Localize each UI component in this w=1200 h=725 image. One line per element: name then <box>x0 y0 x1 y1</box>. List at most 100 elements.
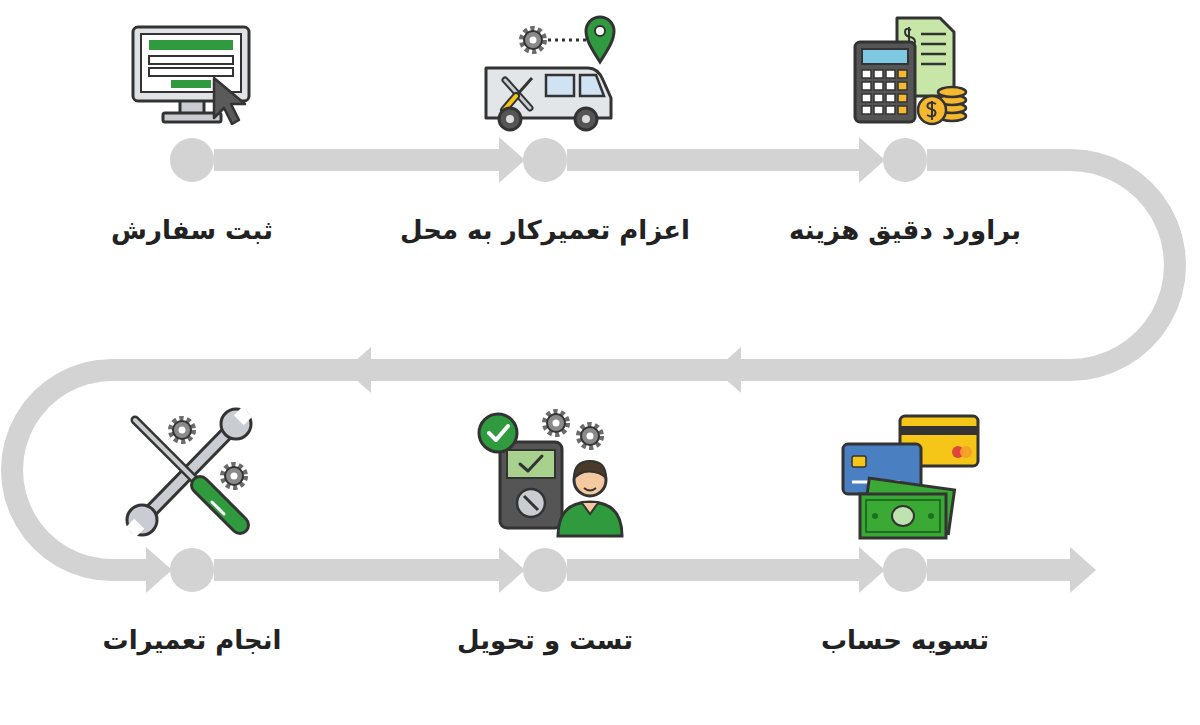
calculator-icon-part <box>921 53 946 56</box>
step-label: اعزام تعمیرکار به محل <box>400 213 690 247</box>
tools-icon-part-part <box>231 473 238 480</box>
flow-track <box>214 559 499 581</box>
van-icon <box>486 17 614 130</box>
van-icon-part <box>546 75 574 96</box>
van-icon-part <box>506 115 514 123</box>
test-icon-part <box>500 442 562 528</box>
calculator-icon-part-part <box>898 70 907 78</box>
calculator-icon-part <box>918 87 966 124</box>
test-icon-part-part <box>553 420 560 427</box>
van-icon-part-part <box>530 37 537 44</box>
calculator-icon-part-part <box>938 87 966 97</box>
monitor-icon-part <box>133 27 249 101</box>
van-icon-part <box>586 17 614 62</box>
calculator-icon-part-part <box>874 106 883 114</box>
calculator-icon-part <box>921 43 946 46</box>
tools-icon-part-part <box>171 419 193 441</box>
payment-icon <box>843 416 978 538</box>
van-icon-part <box>575 108 597 130</box>
van-icon-part-part <box>522 29 544 51</box>
calculator-icon <box>855 18 966 124</box>
monitor-icon <box>133 27 249 124</box>
monitor-icon-part <box>141 34 241 92</box>
test-icon-part <box>558 502 622 536</box>
calculator-icon-part <box>921 33 946 36</box>
calculator-icon-part-part <box>862 82 871 90</box>
step-node: براورد دقیق هزینه <box>883 138 927 182</box>
calculator-icon-part-part <box>862 106 871 114</box>
tools-icon-part <box>223 465 245 487</box>
tools-icon-part-part <box>179 427 186 434</box>
calculator-icon-part-part <box>874 82 883 90</box>
tools-icon-part <box>234 407 252 425</box>
van-icon-part <box>582 115 590 123</box>
monitor-icon-part <box>149 56 233 64</box>
step-label: انجام تعمیرات <box>103 623 282 657</box>
monitor-icon-part <box>149 68 233 76</box>
van-icon-part <box>522 29 544 51</box>
test-icon <box>479 412 622 536</box>
flow-track <box>567 559 859 581</box>
calculator-icon-part-part <box>898 82 907 90</box>
test-icon-part <box>579 425 601 447</box>
step-label: تست و تحویل <box>457 623 633 657</box>
step-label: براورد دقیق هزینه <box>789 213 1021 247</box>
calculator-icon-part-part <box>898 94 907 102</box>
step-node: اعزام تعمیرکار به محل <box>523 138 567 182</box>
test-icon-part-part <box>545 412 567 434</box>
tools-icon-part <box>212 502 224 514</box>
van-icon-part-part <box>524 31 542 49</box>
test-icon-part <box>524 496 538 510</box>
step-node: تسویه حساب <box>883 548 927 592</box>
monitor-icon-part <box>171 80 211 88</box>
flow-track <box>12 160 1175 570</box>
flow-track <box>567 149 859 171</box>
calculator-icon-part-part <box>862 94 871 102</box>
tools-icon-part-part <box>173 421 191 439</box>
monitor-icon-part <box>214 78 245 124</box>
van-icon-part <box>499 108 521 130</box>
end-arrow-part <box>927 559 1071 581</box>
tools-icon-part <box>171 419 193 441</box>
payment-icon-part <box>866 500 940 532</box>
van-icon-part <box>595 26 605 36</box>
payment-icon-part <box>852 456 866 467</box>
tools-icon <box>126 407 252 537</box>
calculator-icon-part <box>921 63 946 66</box>
test-icon-part <box>479 414 517 452</box>
calculator-icon-part-part <box>886 94 895 102</box>
flow-track <box>214 149 499 171</box>
calculator-icon-part-part <box>874 70 883 78</box>
test-icon-part-part <box>581 427 599 445</box>
monitor-icon-part <box>149 40 233 50</box>
step-label: ثبت سفارش <box>111 213 273 247</box>
test-icon-part-part <box>547 414 565 432</box>
test-icon-part <box>545 412 567 434</box>
step-node: انجام تعمیرات <box>170 548 214 592</box>
end-arrow <box>927 547 1096 593</box>
test-icon-part <box>520 456 542 471</box>
calculator-icon-part <box>927 101 936 120</box>
calculator-icon-part-part <box>898 106 907 114</box>
payment-icon-part <box>892 506 914 526</box>
payment-icon-part <box>872 513 878 519</box>
tools-icon-part-part <box>223 465 245 487</box>
calculator-icon-part-part <box>862 70 871 78</box>
test-icon-part <box>517 489 545 517</box>
tools-icon-part-part <box>225 467 243 485</box>
calculator-icon-part <box>855 42 915 122</box>
payment-icon-part <box>900 426 978 435</box>
test-icon-part <box>574 461 606 478</box>
test-icon-part <box>489 426 508 440</box>
payment-icon-part <box>928 513 934 519</box>
monitor-icon-part <box>163 113 221 122</box>
calculator-icon-part-part <box>918 96 946 124</box>
tools-icon-part <box>200 485 240 525</box>
tools-icon-part <box>200 485 240 525</box>
calculator-icon-part-part <box>886 70 895 78</box>
calculator-icon-part-part <box>886 82 895 90</box>
van-icon-part <box>548 39 586 42</box>
